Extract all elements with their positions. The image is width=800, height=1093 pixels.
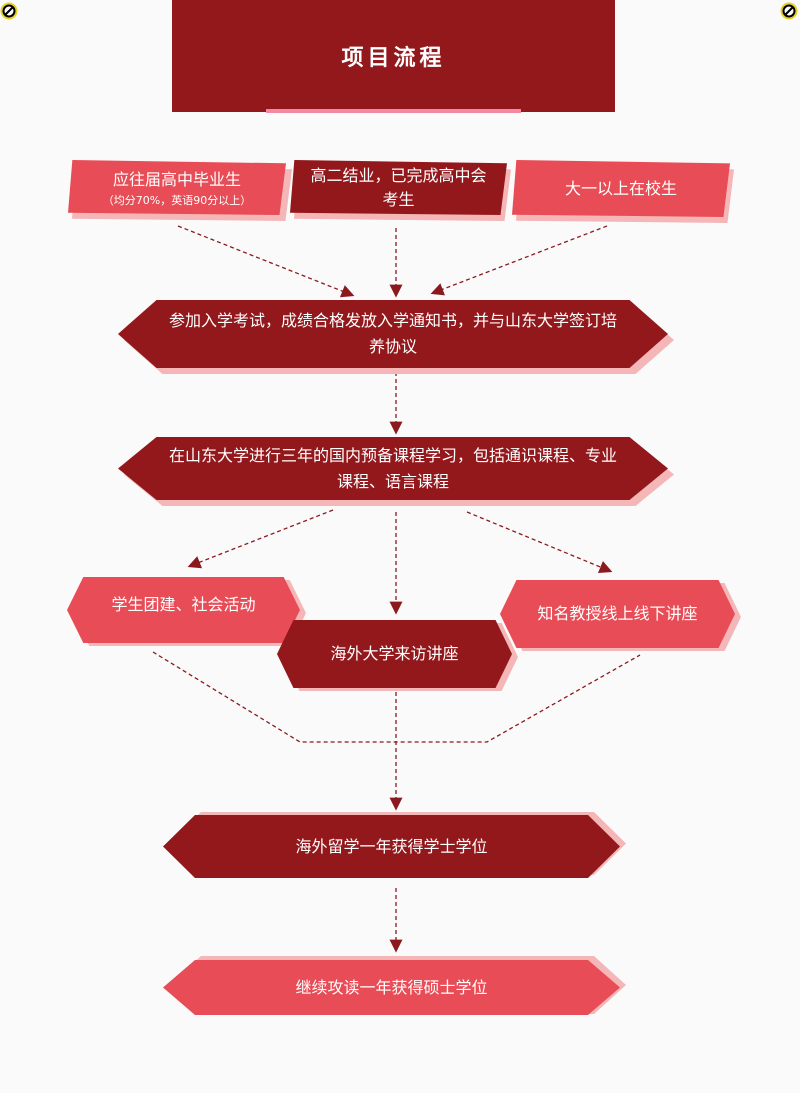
page-title: 项目流程 [172,0,615,112]
arrow [430,225,608,296]
entry-undergrads: 大一以上在校生 [512,160,730,217]
title-underline [266,109,521,113]
step-master: 继续攻读一年获得硕士学位 [163,960,620,1015]
merge-line [152,651,641,743]
entry-label: 高二结业，已完成高中会考生 [310,165,487,209]
step-label: 知名教授线上线下讲座 [537,604,698,623]
step-label: 学生团建、社会活动 [111,595,256,614]
entry-graduates: 应往届高中毕业生 （均分70%，英语90分以上） [68,160,286,215]
arrow [177,225,355,298]
no-sign-icon [780,2,798,20]
step-bachelor: 海外留学一年获得学士学位 [163,815,620,878]
step-label: 海外大学来访讲座 [330,644,459,663]
step-label: 参加入学考试，成绩合格发放入学通知书，并与山东大学签订培养协议 [168,311,617,356]
entry-label: 应往届高中毕业生 [112,169,241,189]
entry-requirement: （均分70%，英语90分以上） [102,193,252,207]
entry-label: 大一以上在校生 [564,178,677,198]
step-label: 海外留学一年获得学士学位 [295,836,488,856]
arrow [466,511,613,574]
step-activities: 学生团建、社会活动 [67,577,300,643]
step-admission: 参加入学考试，成绩合格发放入学通知书，并与山东大学签订培养协议 [118,300,668,368]
step-lectures: 知名教授线上线下讲座 [500,580,735,648]
no-sign-icon [0,2,18,20]
step-study: 在山东大学进行三年的国内预备课程学习，包括通识课程、专业课程、语言课程 [118,437,668,500]
step-label: 在山东大学进行三年的国内预备课程学习，包括通识课程、专业课程、语言课程 [168,445,617,491]
entry-grade11: 高二结业，已完成高中会考生 [290,160,507,215]
step-visits: 海外大学来访讲座 [277,620,512,688]
arrow [187,509,334,569]
step-label: 继续攻读一年获得硕士学位 [295,977,488,997]
